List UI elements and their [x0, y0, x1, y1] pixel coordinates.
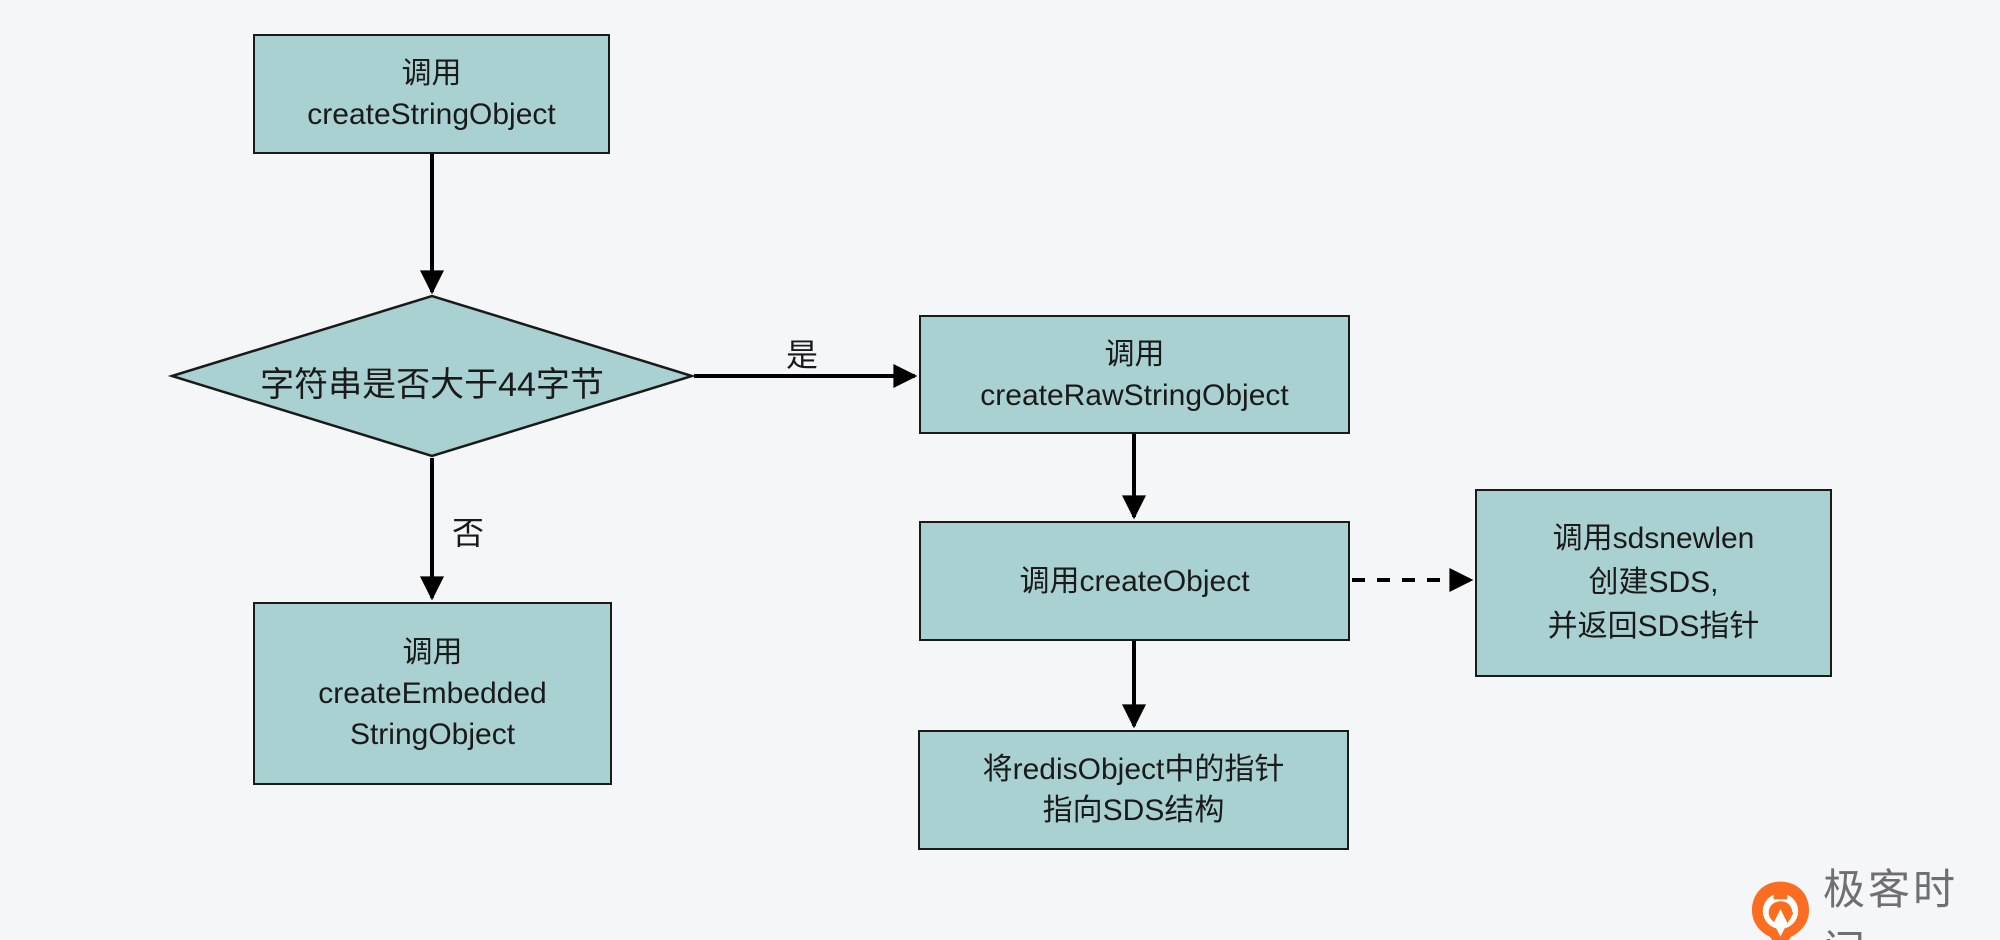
edge-label-no: 否 — [452, 515, 485, 551]
node-create-object: 调用createObject — [919, 521, 1350, 641]
node-sdsnewlen-line3: 并返回SDS指针 — [1547, 610, 1760, 643]
geektime-logo-icon — [1751, 881, 1810, 940]
node-sdsnewlen-line1: 调用sdsnewlen — [1552, 522, 1755, 555]
node-set-pointer-line1: 将redisObject中的指针 — [982, 753, 1285, 786]
decision-label: 字符串是否大于44字节 — [260, 366, 604, 404]
node-sdsnewlen: 调用sdsnewlen 创建SDS, 并返回SDS指针 — [1475, 489, 1832, 677]
decision-diamond-shape — [167, 294, 697, 458]
node-set-pointer: 将redisObject中的指针 指向SDS结构 — [918, 730, 1349, 850]
edge-label-yes: 是 — [786, 337, 819, 373]
node-create-string-object: 调用 createStringObject — [253, 34, 610, 154]
node-create-embedded-string-object-line2: createEmbedded — [318, 677, 547, 710]
node-create-string-object-line2: createStringObject — [307, 98, 556, 131]
geektime-logo: 极客时间 — [1750, 856, 2000, 940]
node-create-raw-string-object: 调用 createRawStringObject — [919, 315, 1350, 434]
node-create-object-label: 调用createObject — [1019, 564, 1250, 598]
node-create-embedded-string-object-line1: 调用 — [402, 636, 463, 669]
node-sdsnewlen-line2: 创建SDS, — [1588, 566, 1719, 599]
node-create-raw-string-object-line1: 调用 — [1104, 337, 1165, 371]
node-create-embedded-string-object-line3: StringObject — [349, 718, 516, 751]
node-create-string-object-line1: 调用 — [401, 57, 462, 90]
node-create-raw-string-object-line2: createRawStringObject — [980, 378, 1289, 412]
geektime-logo-text: 极客时间 — [1822, 866, 1958, 940]
node-set-pointer-line2: 指向SDS结构 — [1042, 794, 1225, 827]
node-create-embedded-string-object: 调用 createEmbedded StringObject — [253, 602, 612, 785]
